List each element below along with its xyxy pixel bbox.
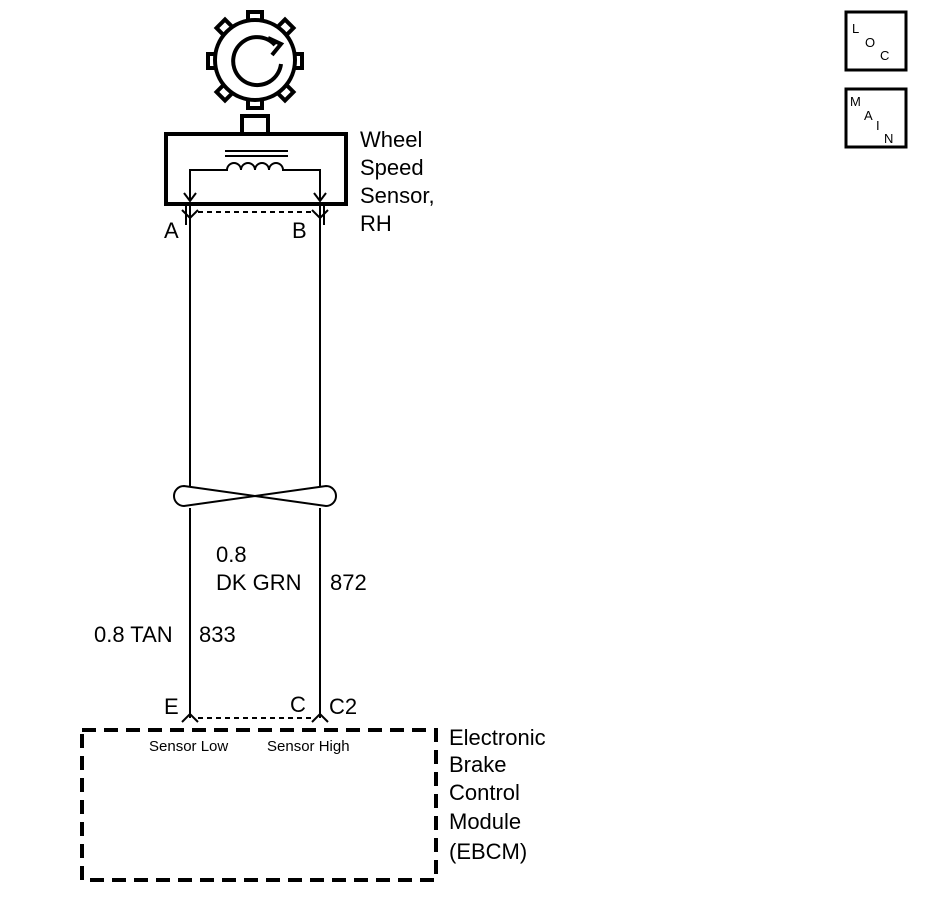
sensor-coil-icon — [183, 150, 327, 203]
wire-872-color: DK GRN — [216, 570, 302, 595]
connector-c2-label: C2 — [329, 694, 357, 719]
pin-c-label: C — [290, 692, 306, 717]
sensor-stem — [240, 114, 270, 136]
wire-circuit-833 — [185, 204, 191, 718]
sensor-high-label: Sensor High — [267, 738, 350, 755]
loc-icon[interactable]: L O C — [844, 10, 908, 72]
module-name: Electronic Brake Control Module (EBCM) — [449, 725, 552, 864]
main-letter-i: I — [876, 118, 880, 133]
wire-872-gauge: 0.8 — [216, 542, 247, 567]
wire-circuit-872 — [319, 204, 325, 718]
main-icon[interactable]: M A I N — [844, 87, 908, 149]
wire-833-gauge-color: 0.8 TAN — [94, 622, 173, 647]
loc-letter-o: O — [865, 35, 875, 50]
main-letter-n: N — [884, 131, 893, 146]
wire-872-circuit: 872 — [330, 570, 367, 595]
sensor-connector — [181, 209, 329, 220]
module-connector — [181, 712, 329, 723]
loc-letter-c: C — [880, 48, 889, 63]
wire-833-circuit: 833 — [199, 622, 236, 647]
pin-a-label: A — [164, 218, 179, 243]
reluctor-wheel-icon — [206, 10, 304, 110]
pin-b-label: B — [292, 218, 307, 243]
main-letter-a: A — [864, 108, 873, 123]
ebcm-module-box — [80, 728, 438, 882]
sensor-name: Wheel Speed Sensor, RH — [360, 127, 441, 236]
pin-e-label: E — [164, 694, 179, 719]
main-letter-m: M — [850, 94, 861, 109]
loc-letter-l: L — [852, 21, 859, 36]
twisted-pair-icon — [173, 484, 337, 508]
sensor-low-label: Sensor Low — [149, 738, 228, 755]
wheel-speed-sensor-body — [164, 132, 348, 206]
